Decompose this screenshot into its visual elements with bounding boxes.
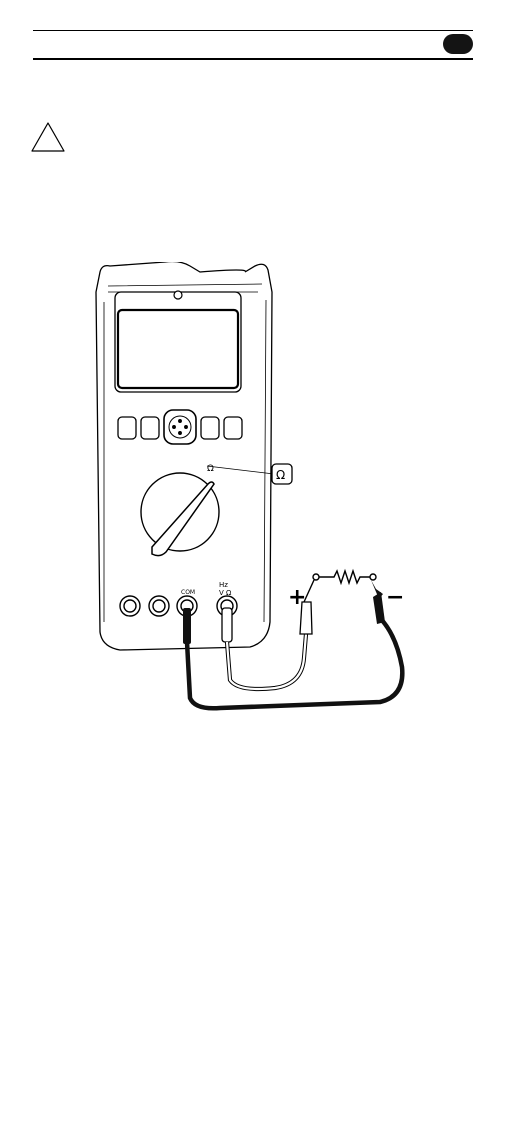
language-tab xyxy=(443,34,473,54)
multimeter-resistance-figure: Ω Ω COM Hz V Ω + − xyxy=(90,262,420,717)
negative-sign: − xyxy=(386,585,404,610)
header-bottom-rule xyxy=(33,58,473,60)
resistor-circuit xyxy=(313,571,376,583)
v-ohm-jack-label: V Ω xyxy=(219,589,232,597)
warning-triangle-icon xyxy=(31,122,65,152)
header-top-rule xyxy=(33,30,473,31)
positive-sign: + xyxy=(288,585,306,610)
ohm-button-icon: Ω xyxy=(276,468,285,482)
dial-ohm-marking: Ω xyxy=(207,464,214,474)
com-jack-label: COM xyxy=(181,589,195,596)
ohm-button-callout: Ω xyxy=(272,464,292,484)
hz-jack-label: Hz xyxy=(219,581,228,589)
